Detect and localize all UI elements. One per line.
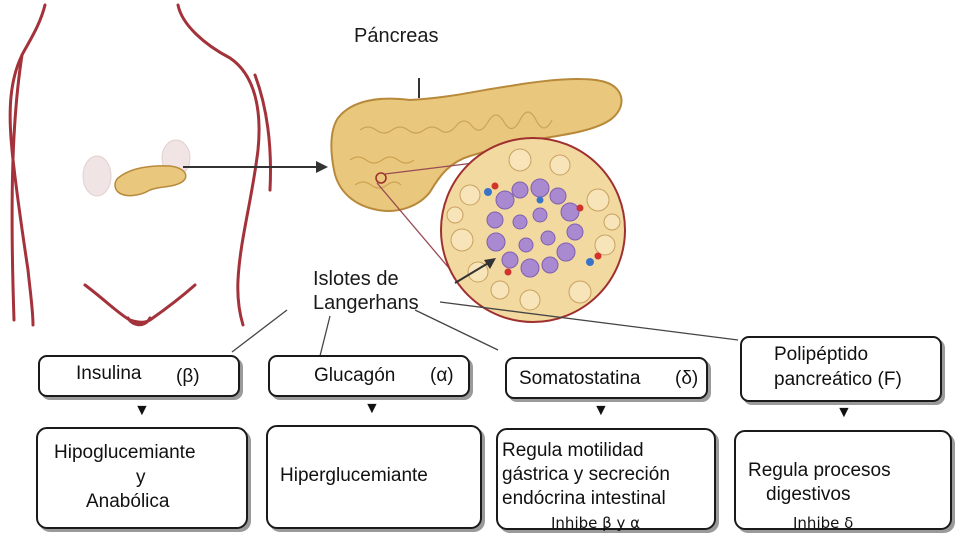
islets-label-line2: Langerhans — [313, 292, 419, 314]
islets-label-line1: Islotes de — [313, 268, 399, 290]
hormone-symbol: (δ) — [675, 368, 699, 389]
hormone-name-line2: pancreático (F) — [774, 369, 902, 390]
islet-highlight-spot — [375, 172, 387, 184]
mini-pancreas — [114, 165, 187, 197]
effect-box-polipeptido: Regula procesos digestivos — [734, 430, 952, 530]
torso-groin — [83, 283, 197, 324]
hormone-box-insulina: Insulina (β) — [38, 355, 240, 397]
effect-line1: Regula motilidad — [502, 440, 644, 461]
torso-left-arm — [10, 53, 24, 322]
islet-magnified — [440, 137, 626, 323]
note-inhibe-beta-alpha: Inhibe β y α — [551, 514, 640, 532]
hormone-symbol: (α) — [430, 365, 454, 386]
down-arrow-icon: ▼ — [134, 402, 150, 419]
down-arrow-icon: ▼ — [836, 404, 852, 421]
hormone-name: Glucagón — [314, 365, 396, 386]
hormone-box-glucagon: Glucagón (α) — [268, 355, 470, 397]
torso-left-side — [8, 3, 47, 327]
torso-right-arm — [253, 73, 272, 192]
hormone-name-line1: Polipéptido — [774, 344, 869, 365]
pointer-arrow — [183, 161, 328, 173]
acinar-cells — [446, 148, 621, 311]
down-arrow-icon: ▼ — [593, 402, 609, 419]
hormone-name: Insulina — [76, 363, 142, 384]
hormone-box-polipeptido: Polipéptido pancreático (F) — [740, 336, 942, 402]
note-inhibe-delta: Inhibe δ — [793, 514, 854, 532]
effect-line1: Regula procesos — [748, 460, 891, 481]
effect-line3: Anabólica — [86, 491, 170, 512]
hormone-box-somatostatina: Somatostatina (δ) — [505, 357, 708, 399]
effect-box-insulina: Hipoglucemiante y Anabólica — [36, 427, 248, 529]
effect-box-somatostatina: Regula motilidad gástrica y secreción en… — [496, 428, 716, 530]
down-arrow-icon: ▼ — [364, 400, 380, 417]
effect-line2: y — [136, 467, 146, 488]
effect-line1: Hipoglucemiante — [54, 442, 196, 463]
pancreas-texture — [349, 111, 553, 189]
torso-outline — [8, 3, 272, 327]
delta-cells — [484, 182, 602, 276]
kidney-left — [82, 155, 112, 197]
islet-pointer — [454, 258, 496, 284]
pancreas-label: Páncreas — [354, 25, 439, 47]
pancreas-body — [330, 78, 623, 212]
pancreas-illustration — [330, 78, 623, 212]
torso-right-side — [176, 3, 261, 327]
torso-crotch — [126, 316, 152, 327]
hormone-name: Somatostatina — [519, 368, 641, 389]
islet-cluster — [486, 178, 584, 278]
torso-organs — [82, 139, 191, 197]
effect-line2: digestivos — [766, 484, 851, 505]
connector-lines — [231, 301, 739, 357]
effect-line2: gástrica y secreción — [502, 464, 670, 485]
hormone-symbol: (β) — [176, 366, 200, 387]
effect-line3: endócrina intestinal — [502, 488, 666, 509]
effect-line1: Hiperglucemiante — [280, 465, 428, 486]
effect-box-glucagon: Hiperglucemiante — [266, 425, 482, 529]
